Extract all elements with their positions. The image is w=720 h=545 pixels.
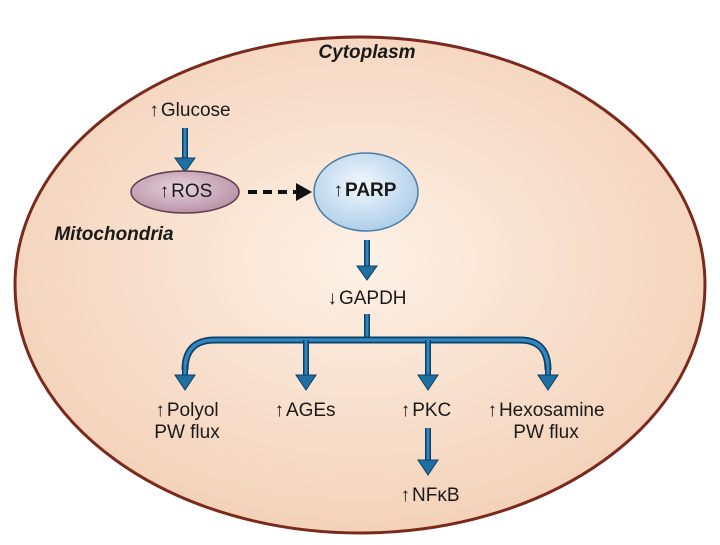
ages-label: ↑AGEs [274,400,335,422]
pkc-label: ↑PKC [401,400,452,422]
increase-arrow-icon: ↑ [400,485,411,506]
increase-arrow-icon: ↑ [155,400,165,421]
arrow-pkc-nfkb [417,428,439,476]
arrow-to-ages [295,340,317,391]
ros-label: ↑ROS [160,181,213,203]
arrow-parp-gapdh [356,240,378,281]
glucose-text: Glucose [160,100,231,121]
parp-node [313,152,419,232]
pkc-text: PKC [412,400,452,421]
increase-arrow-icon: ↑ [149,100,159,121]
branch-bar [181,336,552,371]
gapdh-label: ↓GAPDH [327,288,406,310]
nfkb-text: NFκB [412,485,460,506]
ros-text: ROS [171,181,213,202]
increase-arrow-icon: ↑ [487,400,497,421]
mitochondria-label: Mitochondria [54,224,174,245]
cytoplasm-ellipse [13,35,707,535]
increase-arrow-icon: ↑ [159,181,170,202]
decrease-arrow-icon: ↓ [327,288,337,309]
parp-label: ↑PARP [334,180,397,202]
gapdh-text: GAPDH [338,288,407,309]
hexosamine-line2: PW flux [513,421,579,443]
polyol-label: ↑Polyol PW flux [154,400,219,444]
arrow-glucose-ros [174,128,196,173]
arrow-to-hexosamine [537,365,559,391]
increase-arrow-icon: ↑ [333,180,344,201]
cytoplasm-label: Cytoplasm [318,42,416,63]
arrow-to-polyol [174,365,196,391]
hexosamine-label: ↑Hexosamine PW flux [487,400,604,444]
ages-text: AGEs [285,400,336,421]
nfkb-label: ↑NFκB [401,485,460,507]
arrow-ros-parp-dashed [248,183,312,201]
increase-arrow-icon: ↑ [400,400,411,421]
glucose-label: ↑Glucose [149,100,230,122]
ros-node [130,170,240,214]
arrow-to-pkc [417,340,439,391]
hexosamine-line1: Hexosamine [498,400,605,421]
parp-text: PARP [345,180,397,201]
polyol-line1: Polyol [166,400,219,421]
increase-arrow-icon: ↑ [274,400,284,421]
polyol-line2: PW flux [154,421,220,443]
